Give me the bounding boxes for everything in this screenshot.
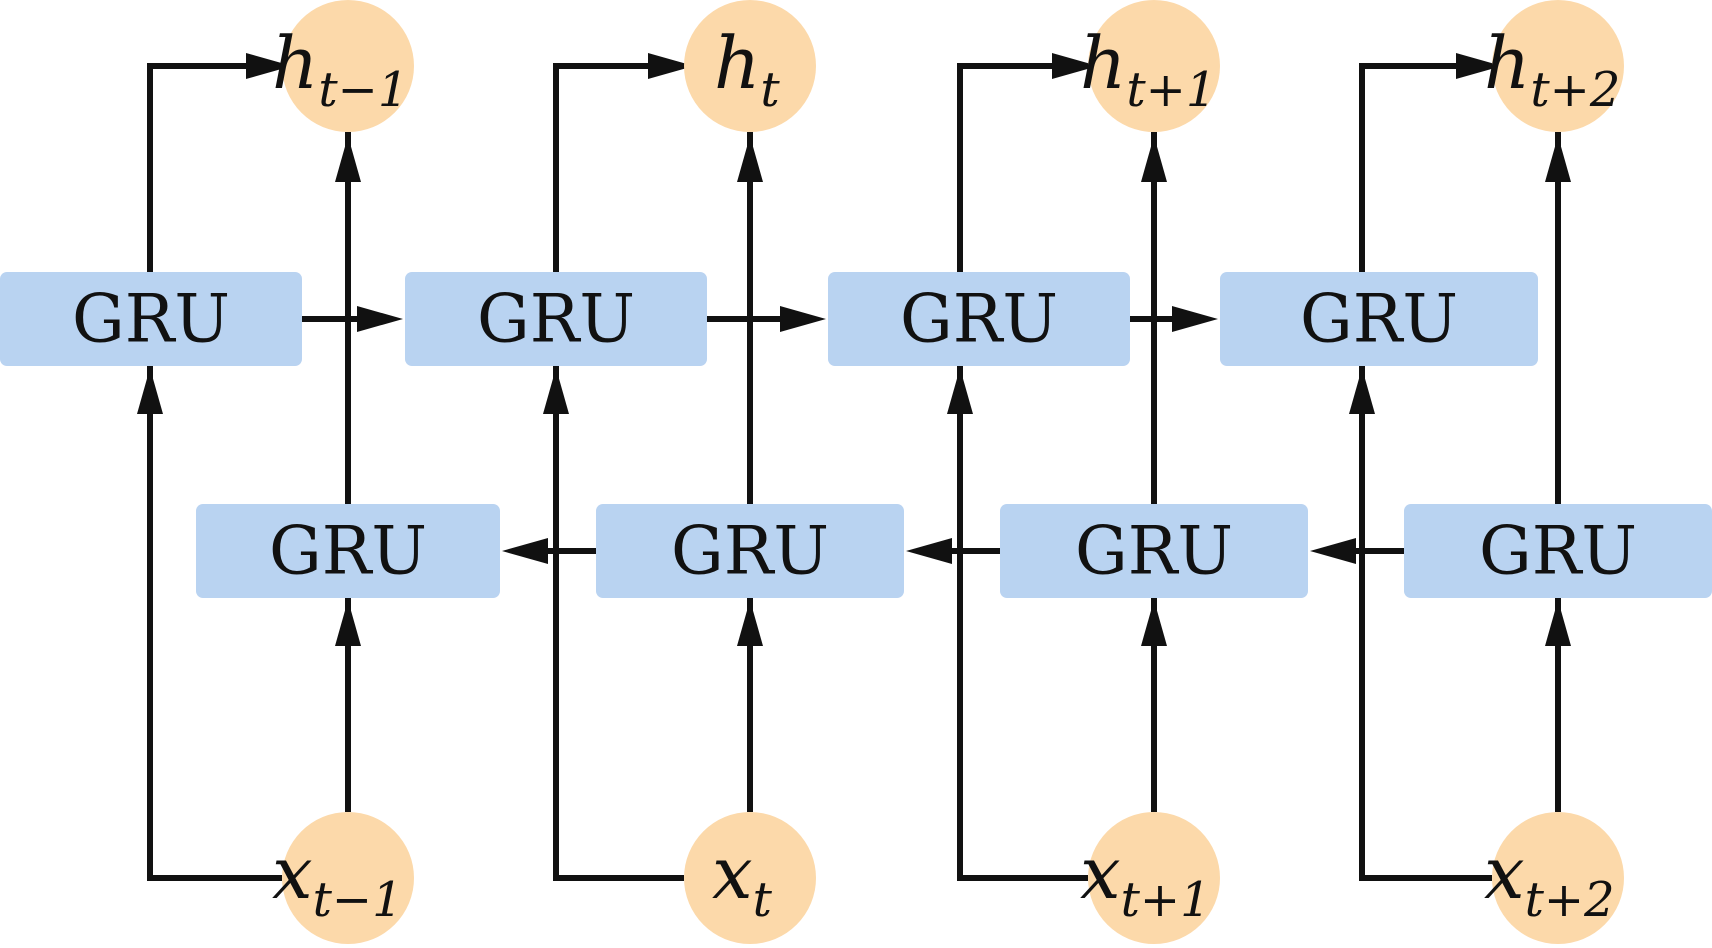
output-label: ht+2 — [1484, 21, 1620, 118]
up-arrowhead — [335, 136, 361, 182]
backward-gru-cell: GRU — [1404, 504, 1712, 598]
forward-gru-cell: GRU — [0, 272, 302, 366]
up-arrowhead — [1545, 600, 1571, 646]
right-arrowhead — [1052, 53, 1098, 79]
input-node: xt−1 — [272, 812, 414, 944]
output-symbol: h — [1080, 21, 1126, 105]
up-arrowhead — [1141, 136, 1167, 182]
input-symbol: x — [1484, 831, 1525, 915]
input-to-forward-line — [1359, 366, 1492, 881]
output-symbol: h — [1484, 21, 1530, 105]
input-label: xt+1 — [1080, 831, 1211, 928]
input-nodes: xt−1 xt xt+1 xt+2 — [272, 812, 1624, 944]
output-symbol: h — [272, 21, 318, 105]
arrowheads — [137, 53, 1571, 646]
output-subscript: t+1 — [1126, 62, 1216, 118]
output-node: ht+2 — [1484, 0, 1624, 132]
gru-label: GRU — [1300, 281, 1458, 358]
output-symbol: h — [714, 21, 760, 105]
input-subscript: t−1 — [313, 872, 403, 928]
right-arrowhead — [648, 53, 694, 79]
output-node: ht−1 — [272, 0, 414, 132]
forward-to-output-line — [957, 63, 1082, 272]
input-symbol: x — [712, 831, 753, 915]
input-subscript: t+1 — [1121, 872, 1211, 928]
gru-label: GRU — [72, 281, 230, 358]
input-node: xt — [684, 812, 816, 944]
up-arrowhead — [1545, 136, 1571, 182]
right-arrowhead — [780, 306, 826, 332]
up-arrowhead — [737, 600, 763, 646]
output-nodes: ht−1 ht ht+1 ht+2 — [272, 0, 1624, 132]
forward-to-output-line — [553, 63, 678, 272]
output-subscript: t+2 — [1530, 62, 1620, 118]
input-subscript: t+2 — [1525, 872, 1615, 928]
forward-gru-cell: GRU — [1220, 272, 1538, 366]
input-to-forward-line — [553, 366, 684, 881]
gru-label: GRU — [1479, 513, 1637, 590]
forward-gru-cell: GRU — [828, 272, 1130, 366]
forward-gru-cell: GRU — [405, 272, 707, 366]
up-arrowhead — [737, 136, 763, 182]
output-node: ht — [684, 0, 816, 132]
up-arrowhead — [335, 600, 361, 646]
output-label: ht−1 — [272, 21, 408, 118]
up-arrowhead — [1141, 600, 1167, 646]
forward-to-output-line — [1359, 63, 1486, 272]
forward-to-output-line — [147, 63, 276, 272]
backward-gru-row: GRU GRU GRU GRU — [196, 504, 1712, 598]
forward-gru-row: GRU GRU GRU GRU — [0, 272, 1538, 366]
up-arrowhead — [1349, 368, 1375, 414]
up-arrowhead — [543, 368, 569, 414]
backward-gru-cell: GRU — [596, 504, 904, 598]
input-subscript: t — [753, 872, 773, 928]
left-arrowhead — [502, 538, 548, 564]
backward-gru-cell: GRU — [1000, 504, 1308, 598]
input-label: xt−1 — [272, 831, 403, 928]
output-label: ht+1 — [1080, 21, 1216, 118]
left-arrowhead — [1310, 538, 1356, 564]
output-label: ht — [714, 21, 780, 118]
left-arrowhead — [906, 538, 952, 564]
gru-label: GRU — [477, 281, 635, 358]
right-arrowhead — [246, 53, 292, 79]
input-symbol: x — [1080, 831, 1121, 915]
input-label: xt+2 — [1484, 831, 1615, 928]
input-node: xt+1 — [1080, 812, 1220, 944]
connection-lines — [147, 63, 1561, 881]
gru-label: GRU — [900, 281, 1058, 358]
input-node: xt+2 — [1484, 812, 1624, 944]
right-arrowhead — [357, 306, 403, 332]
gru-label: GRU — [269, 513, 427, 590]
right-arrowhead — [1456, 53, 1502, 79]
input-to-forward-line — [147, 366, 282, 881]
up-arrowhead — [947, 368, 973, 414]
backward-gru-cell: GRU — [196, 504, 500, 598]
input-label: xt — [712, 831, 773, 928]
output-subscript: t — [760, 62, 780, 118]
right-arrowhead — [1172, 306, 1218, 332]
input-to-forward-line — [957, 366, 1088, 881]
input-symbol: x — [272, 831, 313, 915]
gru-label: GRU — [671, 513, 829, 590]
up-arrowhead — [137, 368, 163, 414]
output-node: ht+1 — [1080, 0, 1220, 132]
gru-label: GRU — [1075, 513, 1233, 590]
output-subscript: t−1 — [318, 62, 408, 118]
